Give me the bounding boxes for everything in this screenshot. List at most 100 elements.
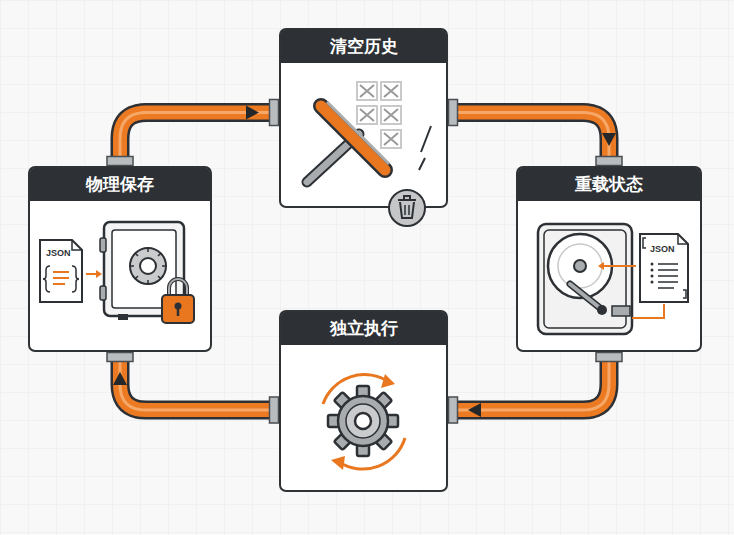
safe-icon: [130, 248, 166, 284]
pipe-connector: [449, 397, 458, 423]
wipe-icon: [384, 85, 398, 97]
step-box: 物理保存 JSON: [28, 166, 212, 352]
safe-icon: [53, 272, 69, 284]
disk-icon: [538, 224, 632, 334]
step-title: 独立执行: [281, 312, 446, 345]
pipe-connector: [270, 100, 279, 126]
pipe-connector: [107, 353, 133, 362]
pipe-connector: [448, 352, 609, 410]
pipe-connector: [448, 352, 622, 423]
gear-icon: [381, 374, 395, 388]
pipe-connector: [468, 403, 481, 417]
wipe-icon: [360, 85, 374, 97]
safe-icon: [169, 279, 187, 296]
gear-icon: [328, 386, 398, 456]
pipe-connector: [120, 113, 279, 166]
disk-icon: [651, 269, 654, 272]
disk-icon: [651, 275, 654, 278]
disk-icon: [570, 284, 600, 308]
wipe-icon: [321, 106, 385, 170]
safe-icon: [96, 270, 102, 278]
safe-icon: [140, 258, 156, 274]
disk-icon: [558, 244, 602, 288]
pipe-connector: [120, 352, 279, 410]
step-box: 清空历史: [279, 28, 448, 208]
pipe-connector: [120, 113, 279, 166]
pipe-connector: [448, 113, 609, 166]
pipe-connector: [448, 100, 622, 166]
pipe-connector: [113, 372, 127, 385]
safe-icon: [40, 240, 82, 302]
wipe-icon: [381, 82, 401, 100]
disk-icon: [640, 234, 688, 302]
wipe-icon: [307, 82, 431, 226]
file-label: JSON: [650, 244, 675, 254]
pipe-connector: [596, 353, 622, 362]
pipe-connector: [107, 100, 279, 166]
wipe-icon: [384, 133, 398, 145]
safe-icon: [100, 286, 106, 300]
gear-icon: [331, 456, 345, 470]
wipe-icon: [389, 190, 425, 226]
disk-icon: [678, 234, 688, 244]
disk-icon: [574, 260, 586, 272]
pipe-connector: [602, 133, 616, 146]
pipe-connector: [120, 113, 279, 166]
pipe-connector: [246, 106, 259, 120]
disk-icon: [600, 265, 636, 267]
wipe-icon: [384, 109, 398, 121]
gear-icon: [355, 413, 371, 429]
step-box: 独立执行: [279, 310, 448, 492]
safe-icon: [118, 314, 128, 320]
safe-icon: [72, 240, 82, 250]
safe-icon: [40, 222, 194, 323]
disk-icon: [651, 281, 654, 284]
file-label: JSON: [46, 248, 71, 258]
wipe-icon: [357, 82, 377, 100]
safe-icon: [72, 266, 79, 292]
wipe-icon: [405, 205, 409, 215]
wipe-icon: [357, 106, 377, 124]
pipe-connector: [107, 157, 133, 166]
safe-icon: [43, 266, 50, 292]
safe-icon: [130, 248, 166, 284]
disk-icon: [598, 262, 604, 270]
step-title: 物理保存: [30, 168, 210, 201]
disk-icon: [651, 263, 654, 266]
safe-icon: [100, 238, 106, 252]
wipe-icon: [381, 106, 401, 124]
pipe-connector: [107, 352, 279, 423]
disk-icon: [538, 224, 688, 334]
pipe-connector: [120, 352, 279, 410]
wipe-icon: [360, 85, 398, 145]
pipe-connector: [120, 352, 279, 410]
pipe-connector: [448, 113, 609, 166]
wipe-icon: [381, 130, 401, 148]
wipe-icon: [360, 109, 374, 121]
disk-icon: [658, 264, 678, 288]
disk-icon: [612, 306, 630, 316]
pipe-connector: [449, 100, 458, 126]
safe-icon: [177, 308, 180, 316]
step-title: 清空历史: [281, 30, 446, 63]
wipe-icon: [321, 106, 385, 170]
disk-icon: [570, 284, 600, 308]
pipe-connector: [270, 397, 279, 423]
step-title: 重载状态: [518, 168, 700, 201]
gear-icon: [346, 404, 380, 438]
gear-icon: [323, 374, 405, 470]
pipe-connector: [448, 352, 609, 410]
disk-icon: [632, 304, 664, 318]
pipe-connector: [448, 113, 609, 166]
step-box: 重载状态 JSON: [516, 166, 702, 352]
safe-icon: [162, 295, 194, 323]
pipe-connector: [448, 352, 609, 410]
pipe-connector: [596, 157, 622, 166]
wipe-icon: [398, 196, 416, 218]
wipe-icon: [327, 102, 389, 164]
wipe-icon: [419, 126, 431, 170]
disk-icon: [643, 238, 686, 298]
